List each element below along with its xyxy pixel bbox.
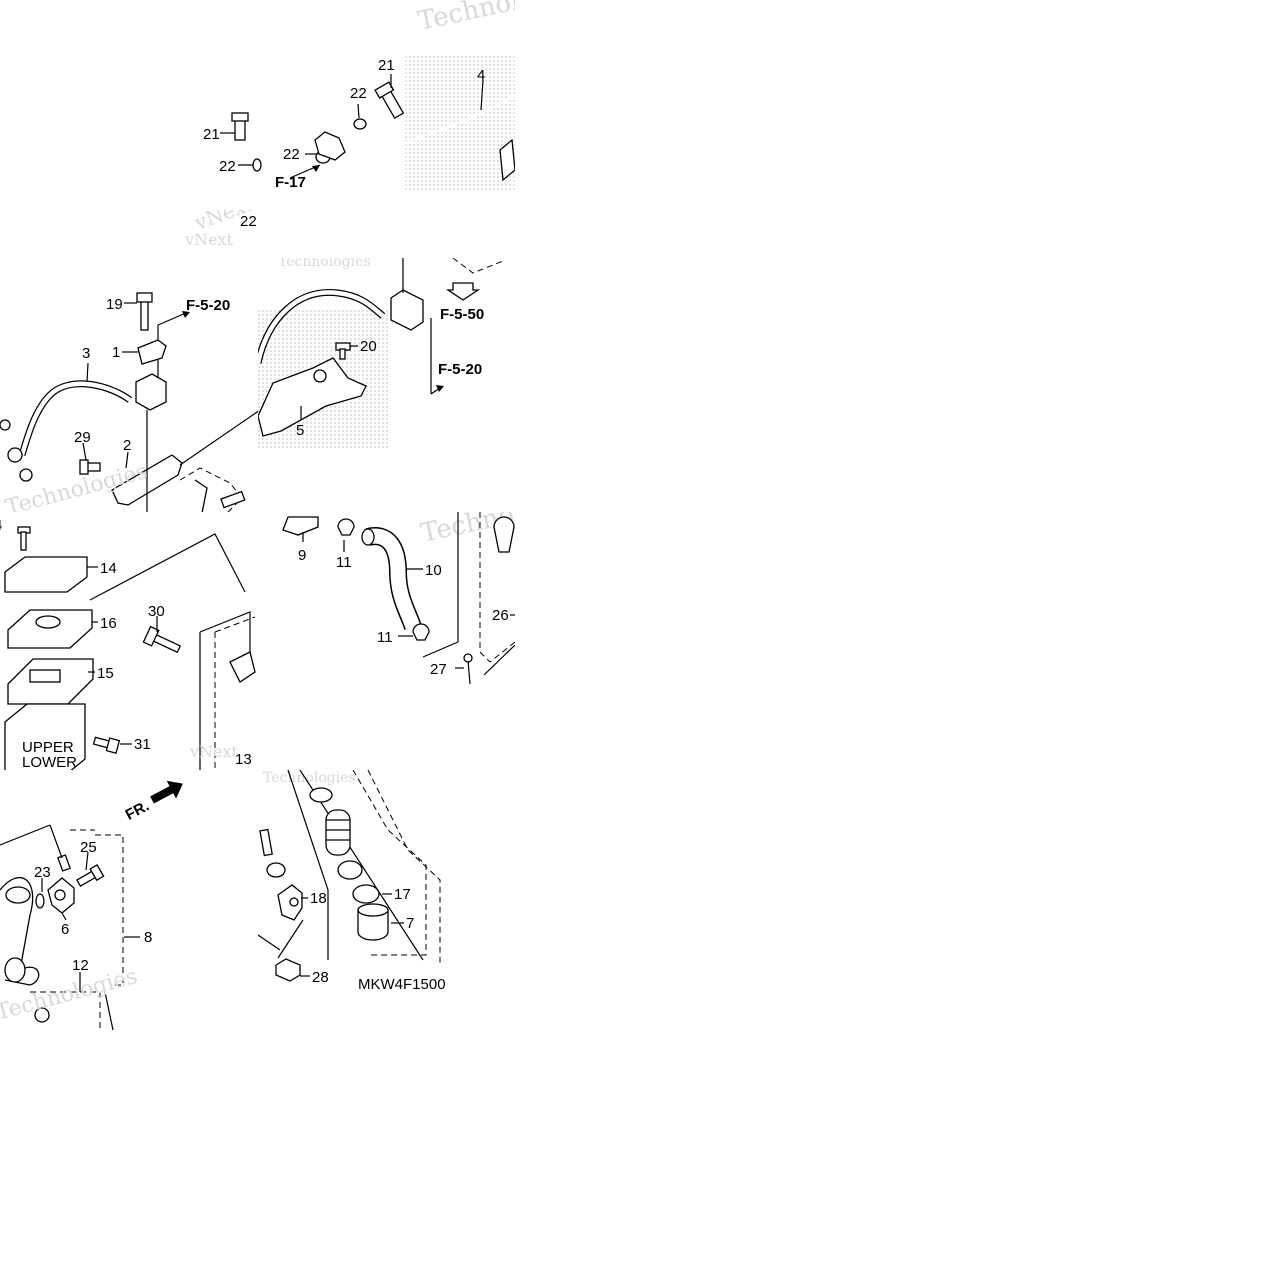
callout-8: 8 (144, 929, 152, 946)
bracket-5 (258, 357, 367, 437)
callout-2: 2 (123, 437, 131, 454)
callout-16: 16 (100, 615, 117, 632)
callout-1: 1 (112, 344, 120, 361)
diagram-tile-hose10: Technologies 9 11 10 11 (258, 512, 515, 687)
master-cylinder-body (0, 877, 40, 986)
callout-14: 14 (100, 560, 117, 577)
washer-22-left (252, 158, 262, 172)
callout-10: 10 (425, 562, 442, 579)
diagram-tile-reservoir: 4 14 16 30 15 UPPER LOWER (0, 512, 260, 772)
bolt-21-right (374, 81, 405, 119)
callout-20: 20 (360, 338, 377, 355)
bolt-29 (79, 459, 101, 475)
callout-28: 28 (312, 969, 329, 986)
bolt-21-left (231, 112, 249, 141)
ref-f520-a: F-5-20 (186, 297, 230, 314)
callout-17: 17 (394, 886, 411, 903)
bolt-30 (142, 625, 182, 654)
callout-22b: 22 (350, 85, 367, 102)
ref-f520-b: F-5-20 (438, 361, 482, 378)
callout-5: 5 (296, 422, 304, 439)
boot-7 (357, 909, 389, 941)
spring-piston (325, 809, 351, 856)
callout-22c: 22 (283, 146, 300, 163)
callout-9: 9 (298, 547, 306, 564)
callout-31: 31 (134, 736, 151, 753)
nut-28 (275, 958, 301, 982)
reservoir-cap-14 (4, 556, 88, 593)
pin-27 (463, 653, 473, 685)
diagram-tile-bracket5: Technologies F-5-50 F-5-20 20 5 (258, 258, 513, 448)
ref-f17: F-17 (275, 174, 306, 191)
ref-f550: F-5-50 (440, 306, 484, 323)
watermark-tech-6: Technologies (263, 770, 356, 786)
spring-12 (34, 1007, 50, 1023)
watermark-vnext: vNext (184, 230, 234, 249)
plate-16 (7, 609, 93, 649)
diagram-tile-piston: Technologies 17 7 (258, 770, 458, 1000)
diagram-tile-hose3: 19 F-5-20 1 3 29 (0, 260, 260, 515)
callout-6: 6 (61, 921, 69, 938)
callout-21b: 21 (378, 57, 395, 74)
callout-22d: 22 (240, 213, 257, 230)
callout-22a: 22 (219, 158, 236, 175)
bolt-19 (136, 292, 153, 331)
plate-1 (137, 339, 167, 365)
washer-22-mid (353, 118, 367, 130)
watermark-tech-3: Technologies (278, 258, 371, 270)
callout-11b: 11 (377, 629, 393, 646)
reservoir-cap-26 (493, 516, 515, 553)
bolt-31 (92, 736, 121, 754)
callout-29: 29 (74, 429, 91, 446)
callout-4: 4 (477, 67, 485, 84)
callout-11a: 11 (336, 554, 352, 571)
callout-27: 27 (430, 661, 447, 678)
diagram-tile-master-cylinder: FR. 23 6 25 (0, 770, 260, 1030)
callout-21a: 21 (203, 126, 220, 143)
o-ring-23 (35, 893, 45, 909)
figure-code: MKW4F1500 (358, 976, 446, 993)
reservoir-upper-mark: UPPER (22, 739, 74, 756)
circlip-17 (352, 884, 380, 904)
joint-block-right (390, 289, 424, 331)
caliper-edge (499, 138, 515, 182)
callout-25: 25 (80, 839, 97, 856)
clamp-11-top (337, 518, 355, 536)
watermark-tech-2: Technologies (3, 459, 150, 515)
callout-4-left: 4 (0, 517, 2, 534)
callout-19: 19 (106, 296, 123, 313)
watermark-text: Technologies (415, 0, 515, 37)
joint-block (135, 373, 167, 411)
banjo-fitting (314, 131, 346, 161)
callout-15: 15 (97, 665, 114, 682)
screw-4 (17, 526, 31, 551)
cup-seal (337, 860, 363, 880)
callout-3: 3 (82, 345, 90, 362)
callout-30: 30 (148, 603, 165, 620)
seal-top (309, 787, 333, 803)
callout-18: 18 (310, 890, 327, 907)
clamp-11-bottom (412, 623, 430, 641)
diagram-tile-top: Technologies 21 22 21 22 22 (185, 0, 515, 195)
callout-13: 13 (235, 751, 252, 768)
callout-12: 12 (72, 957, 89, 974)
callout-26: 26 (492, 607, 509, 624)
watermark-vnext-3: vNext (189, 742, 239, 761)
callout-7: 7 (406, 915, 414, 932)
arrow-down-icon (445, 282, 481, 301)
reservoir-body (4, 703, 86, 772)
bolt-25 (76, 864, 105, 887)
front-direction-arrow: FR. (123, 780, 183, 824)
reservoir-lower-mark: LOWER (22, 754, 77, 771)
callout-23: 23 (34, 864, 51, 881)
cap-9 (282, 516, 319, 536)
fr-label: FR. (123, 797, 152, 823)
